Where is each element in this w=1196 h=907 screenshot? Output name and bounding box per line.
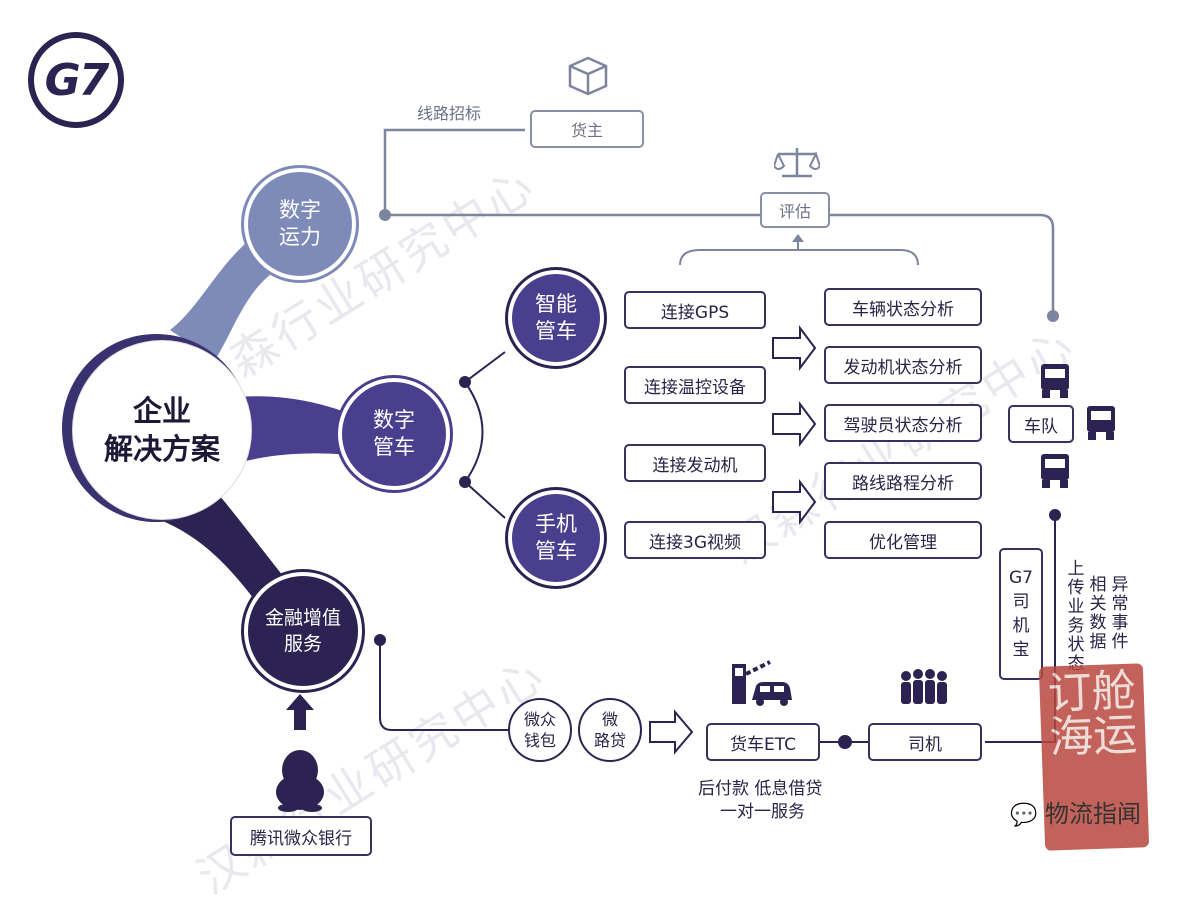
truck-icon (1041, 364, 1069, 398)
upload-status-text: 上 传 业 务 状 态 (1067, 559, 1085, 674)
smart-fleet-circle: 智能 管车 (508, 270, 604, 366)
finance-circle: 金融增值 服务 (244, 572, 362, 690)
optimize-box: 优化管理 (824, 521, 982, 559)
etc-note-2: 一对一服务 (720, 802, 805, 822)
finance-label: 金融增值 服务 (264, 607, 341, 655)
driver-app-label: G7 司 机 宝 (1009, 568, 1033, 660)
package-icon (568, 56, 608, 96)
wallet-label: 微众 钱包 (523, 710, 556, 750)
bank-box: 腾讯微众银行 (230, 816, 372, 856)
account-label: 💬 物流指闻 (1010, 794, 1141, 829)
digital-fleet-circle: 数字 管车 (338, 378, 450, 490)
driver-analysis-box: 驾驶员状态分析 (824, 404, 982, 442)
engine-analysis-box: 发动机状态分析 (824, 346, 982, 384)
etc-gate-icon (732, 660, 792, 706)
connector-lines (160, 128, 1061, 755)
wallet-circle: 微众 钱包 (508, 698, 572, 762)
people-icon (901, 669, 947, 704)
g7-logo: G7 (28, 32, 124, 128)
center-title: 企业 解决方案 (103, 394, 220, 466)
connect-engine-box: 连接发动机 (624, 444, 766, 482)
connect-gps-box: 连接GPS (624, 291, 766, 329)
account-text: 物流指闻 (1045, 800, 1142, 828)
etc-note-1: 后付款 低息借贷 (698, 779, 823, 799)
micro-loan-circle: 微 路贷 (578, 698, 642, 762)
exception-event-text: 异 常 事 件 (1111, 575, 1129, 652)
qq-penguin-icon (276, 750, 324, 812)
driver-app-box: G7 司 机 宝 (999, 548, 1043, 680)
mobile-fleet-label: 手机 管车 (535, 512, 577, 563)
diagram-canvas: 汉森行业研究中心 汉森行业研究中心 汉森行业研究中心 (28, 32, 1150, 904)
etc-box: 货车ETC (706, 723, 820, 761)
shipper-box: 货主 (530, 110, 644, 148)
connect-video-box: 连接3G视频 (624, 521, 766, 559)
evaluate-box: 评估 (760, 192, 830, 228)
micro-loan-label: 微 路贷 (593, 710, 626, 750)
digital-capacity-label: 数字 运力 (279, 198, 321, 249)
digital-fleet-label: 数字 管车 (373, 408, 415, 459)
route-analysis-box: 路线路程分析 (824, 462, 982, 500)
logo-text: G7 (44, 54, 110, 106)
vehicle-analysis-box: 车辆状态分析 (824, 288, 982, 326)
driver-box: 司机 (868, 723, 982, 761)
stamp-text: 订舱海运 (1046, 665, 1139, 764)
digital-capacity-circle: 数字 运力 (244, 168, 356, 280)
scale-icon (774, 148, 820, 178)
truck-icon (1087, 406, 1115, 440)
truck-icon (1041, 454, 1069, 488)
fleet-box: 车队 (1008, 405, 1074, 443)
mobile-fleet-circle: 手机 管车 (508, 490, 604, 586)
route-bidding-label: 线路招标 (417, 104, 482, 123)
smart-fleet-label: 智能 管车 (535, 292, 577, 343)
chat-bubble-icon: 💬 (1010, 803, 1038, 828)
center-circle: 企业 解决方案 (72, 340, 252, 520)
connect-temp-box: 连接温控设备 (624, 366, 766, 404)
related-data-text: 相 关 数 据 (1089, 575, 1107, 652)
